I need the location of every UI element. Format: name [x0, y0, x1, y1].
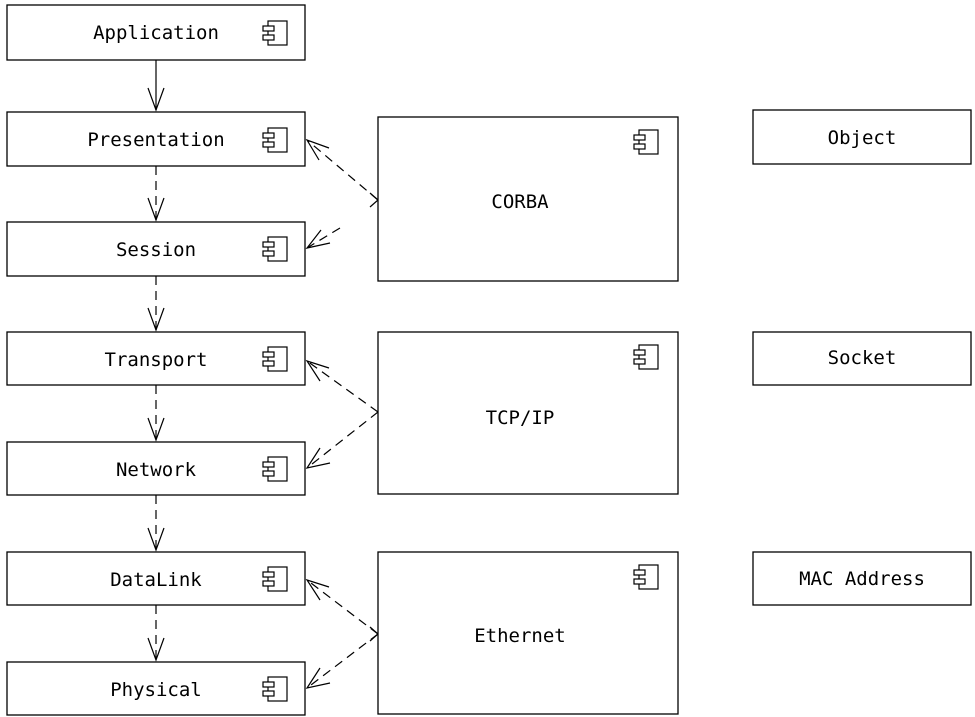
edge-corba-session [306, 227, 341, 249]
component-label: DataLink [110, 569, 202, 591]
component-label: Presentation [87, 129, 224, 151]
arrowhead [305, 667, 331, 689]
component-physical[interactable]: Physical [6, 661, 306, 716]
arrowhead [369, 192, 379, 208]
box-object[interactable]: Object [752, 109, 972, 165]
arrowhead [305, 138, 330, 161]
box-mac-address[interactable]: MAC Address [752, 551, 972, 606]
arrowhead [305, 578, 330, 601]
component-session[interactable]: Session [6, 221, 306, 277]
component-label: Application [93, 22, 219, 44]
edge-ethernet-physical [306, 633, 379, 689]
edge-corba-presentation [306, 139, 379, 201]
osi-layers: Application Presentation Session Transpo… [6, 4, 306, 716]
component-presentation[interactable]: Presentation [6, 111, 306, 167]
box-socket[interactable]: Socket [752, 331, 972, 386]
arrowhead [305, 447, 331, 469]
edge-tcpip-transport [306, 360, 379, 413]
arrowhead [147, 637, 165, 662]
component-label: Network [116, 459, 197, 481]
component-label: Session [116, 239, 196, 261]
connectors [147, 60, 379, 689]
component-label: Physical [110, 679, 202, 701]
component-label: TCP/IP [486, 407, 555, 429]
component-tcpip[interactable]: TCP/IP [377, 331, 679, 495]
arrowhead [305, 359, 330, 382]
component-network[interactable]: Network [6, 441, 306, 496]
arrowhead [147, 197, 165, 222]
arrowhead [147, 307, 165, 332]
component-transport[interactable]: Transport [6, 331, 306, 386]
addressing-boxes: Object Socket MAC Address [752, 109, 972, 606]
arrowhead [147, 527, 165, 552]
component-datalink[interactable]: DataLink [6, 551, 306, 606]
box-label: Socket [828, 347, 897, 369]
box-label: MAC Address [799, 568, 925, 590]
protocol-components: CORBA TCP/IP Ethernet [377, 116, 679, 715]
box-label: Object [828, 127, 897, 149]
component-application[interactable]: Application [6, 4, 306, 61]
component-corba[interactable]: CORBA [377, 116, 679, 282]
component-label: Transport [105, 349, 208, 371]
edge-ethernet-datalink [306, 579, 379, 635]
component-label: Ethernet [474, 625, 566, 647]
arrowhead [147, 87, 165, 112]
component-ethernet[interactable]: Ethernet [377, 551, 679, 715]
edge-tcpip-network [306, 411, 379, 469]
arrowhead [305, 229, 331, 249]
arrowhead [147, 417, 165, 442]
component-label: CORBA [491, 191, 549, 213]
